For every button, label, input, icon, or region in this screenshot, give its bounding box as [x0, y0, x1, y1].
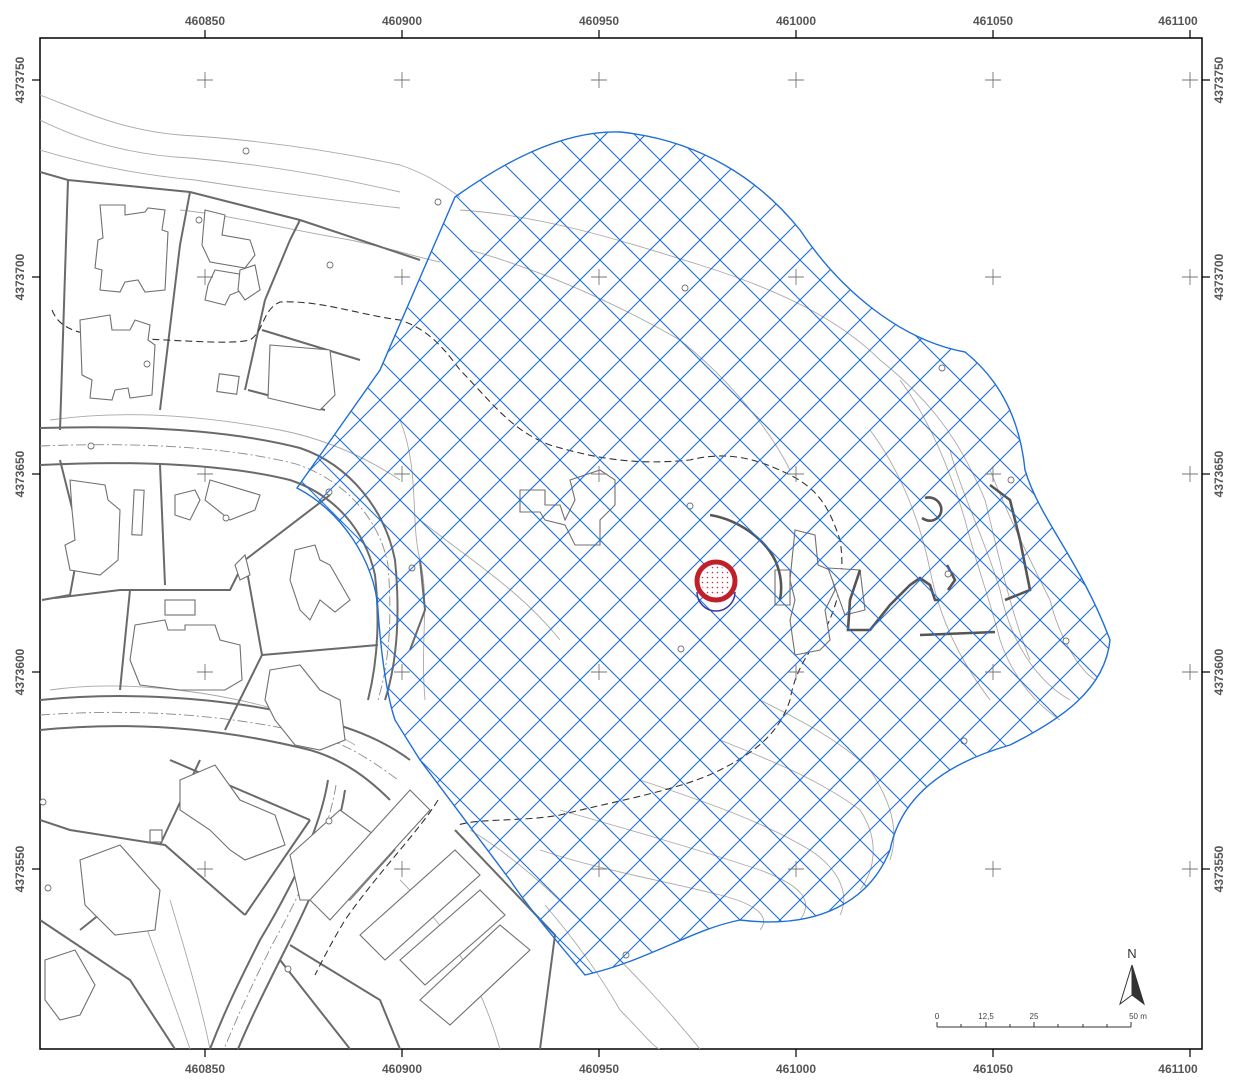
frame-ticks [32, 30, 1210, 1057]
scale-label-25: 25 [1030, 1012, 1039, 1021]
y-label-left-1: 4373700 [13, 253, 27, 300]
map-frame [39, 37, 1203, 1050]
x-label-top-3: 461000 [776, 14, 816, 28]
x-labels-top: 460850 460900 460950 461000 461050 46110… [185, 14, 1198, 28]
y-label-left-2: 4373650 [13, 450, 27, 497]
y-label-left-3: 4373600 [13, 648, 27, 695]
x-label-bottom-0: 460850 [185, 1062, 225, 1076]
x-label-bottom-3: 461000 [776, 1062, 816, 1076]
scale-label-0: 0 [935, 1012, 940, 1021]
x-labels-bottom: 460850 460900 460950 461000 461050 46110… [185, 1062, 1198, 1076]
x-label-top-5: 461100 [1158, 14, 1198, 28]
y-label-right-3: 4373600 [1212, 648, 1226, 695]
wall-layer [709, 483, 1032, 637]
north-label: N [1127, 946, 1136, 961]
y-labels-right: 4373750 4373700 4373650 4373600 4373550 [1212, 56, 1226, 892]
north-arrow: N [1119, 946, 1145, 1006]
x-label-top-2: 460950 [579, 14, 619, 28]
y-label-right-2: 4373650 [1212, 450, 1226, 497]
scale-label-50: 50 m [1129, 1012, 1147, 1021]
y-label-left-4: 4373550 [13, 845, 27, 892]
parcel-layer [40, 171, 557, 1049]
y-label-left-0: 4373750 [13, 56, 27, 103]
scale-label-12-5: 12,5 [978, 1012, 994, 1021]
y-labels-left: 4373750 4373700 4373650 4373600 4373550 [13, 56, 27, 892]
x-label-top-4: 461050 [973, 14, 1013, 28]
y-label-right-1: 4373700 [1212, 253, 1226, 300]
y-label-right-0: 4373750 [1212, 56, 1226, 103]
x-label-bottom-1: 460900 [382, 1062, 422, 1076]
survey-points [40, 147, 1070, 973]
y-label-right-4: 4373550 [1212, 845, 1226, 892]
building-layer [44, 204, 866, 1026]
scale-bar: 0 12,5 25 50 m [935, 1012, 1147, 1028]
site-marker[interactable] [694, 559, 738, 612]
grid-crosses [197, 72, 1198, 877]
x-label-bottom-5: 461100 [1158, 1062, 1198, 1076]
x-label-top-0: 460850 [185, 14, 225, 28]
x-label-bottom-2: 460950 [579, 1062, 619, 1076]
x-label-bottom-4: 461050 [973, 1062, 1013, 1076]
x-label-top-1: 460900 [382, 14, 422, 28]
trail-layer [51, 301, 843, 976]
